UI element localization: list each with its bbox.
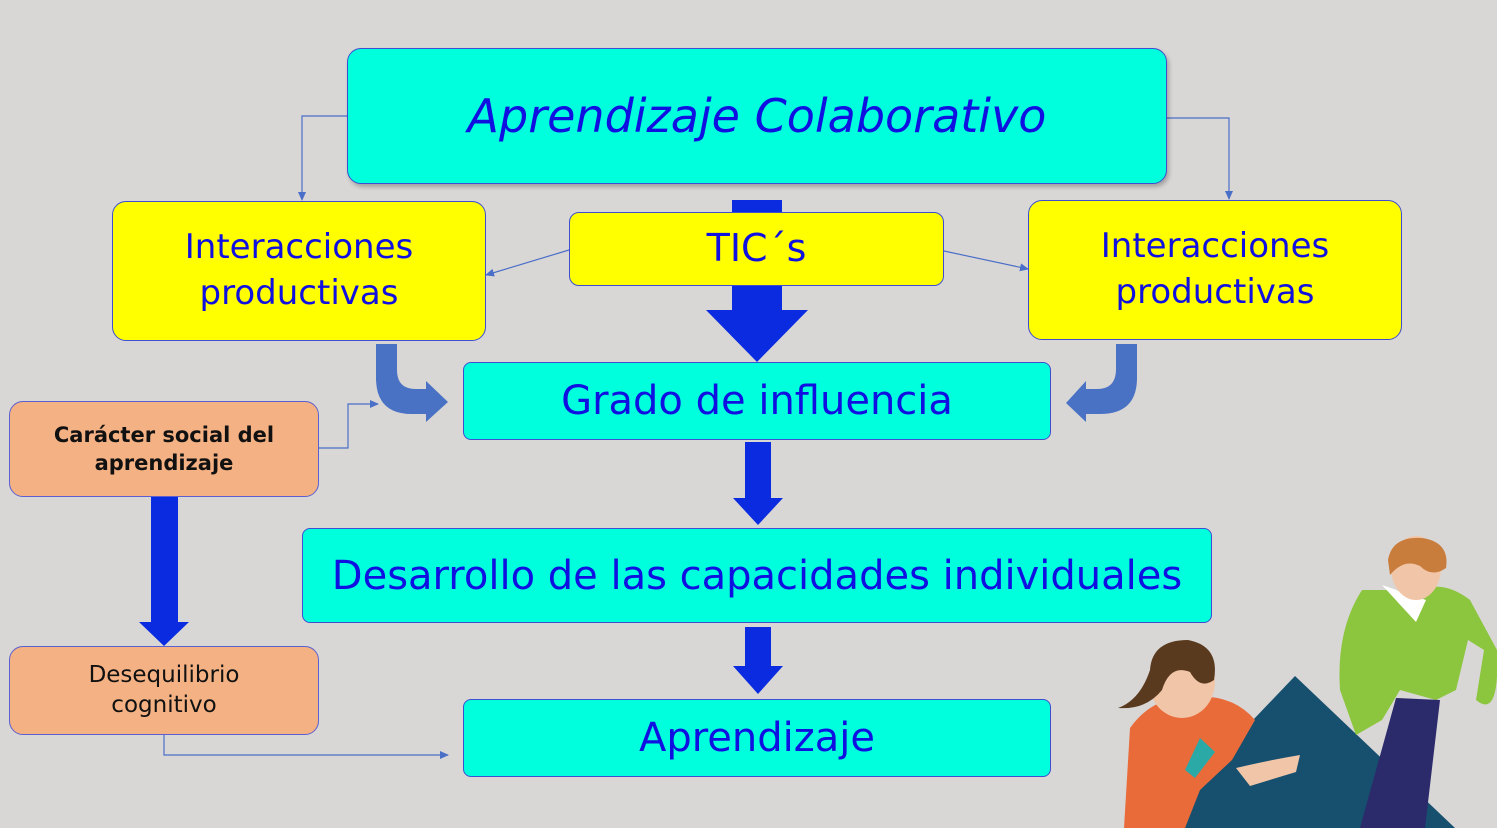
- block-arrow-social-imbalance: [139, 497, 189, 646]
- right-node-line2: productivas: [1115, 272, 1315, 312]
- social-character-node: Carácter social del aprendizaje: [9, 401, 319, 497]
- imbalance-node-line1: Desequilibrio: [88, 661, 240, 688]
- title-text: Aprendizaje Colaborativo: [467, 88, 1047, 143]
- connector-tics-right: [935, 245, 1029, 272]
- tics-text: TIC´s: [706, 226, 807, 271]
- influence-degree-node: Grado de influencia: [463, 362, 1051, 440]
- two-women-working-icon: [1118, 536, 1497, 828]
- connector-title-right: [1167, 117, 1233, 200]
- connector-social-influence: [319, 400, 379, 449]
- left-node-line2: productivas: [199, 273, 399, 313]
- development-text: Desarrollo de las capacidades individual…: [331, 552, 1183, 599]
- connector-imbalance-learning: [163, 735, 449, 759]
- left-node-line1: Interacciones: [184, 227, 414, 268]
- curved-arrow-left: [376, 344, 448, 422]
- curved-arrow-right: [1066, 344, 1137, 422]
- block-arrow-grado-desarrollo: [733, 442, 783, 525]
- right-node-line1: Interacciones: [1100, 226, 1330, 267]
- productive-interactions-right-node: Interacciones productivas: [1028, 200, 1402, 340]
- individual-development-node: Desarrollo de las capacidades individual…: [302, 528, 1212, 623]
- learning-text: Aprendizaje: [638, 715, 875, 761]
- tics-node: TIC´s: [569, 212, 944, 286]
- learning-node: Aprendizaje: [463, 699, 1051, 777]
- block-arrow-desarrollo-aprendizaje: [733, 627, 783, 694]
- influence-text: Grado de influencia: [561, 378, 953, 424]
- connector-tics-left: [485, 243, 578, 277]
- connector-title-left: [298, 115, 347, 201]
- cognitive-imbalance-node: Desequilibrio cognitivo: [9, 646, 319, 735]
- title-node: Aprendizaje Colaborativo: [347, 48, 1167, 184]
- imbalance-node-line2: cognitivo: [111, 691, 217, 718]
- social-node-line1: Carácter social del: [53, 422, 275, 447]
- productive-interactions-left-node: Interacciones productivas: [112, 201, 486, 341]
- social-node-line2: aprendizaje: [94, 451, 234, 475]
